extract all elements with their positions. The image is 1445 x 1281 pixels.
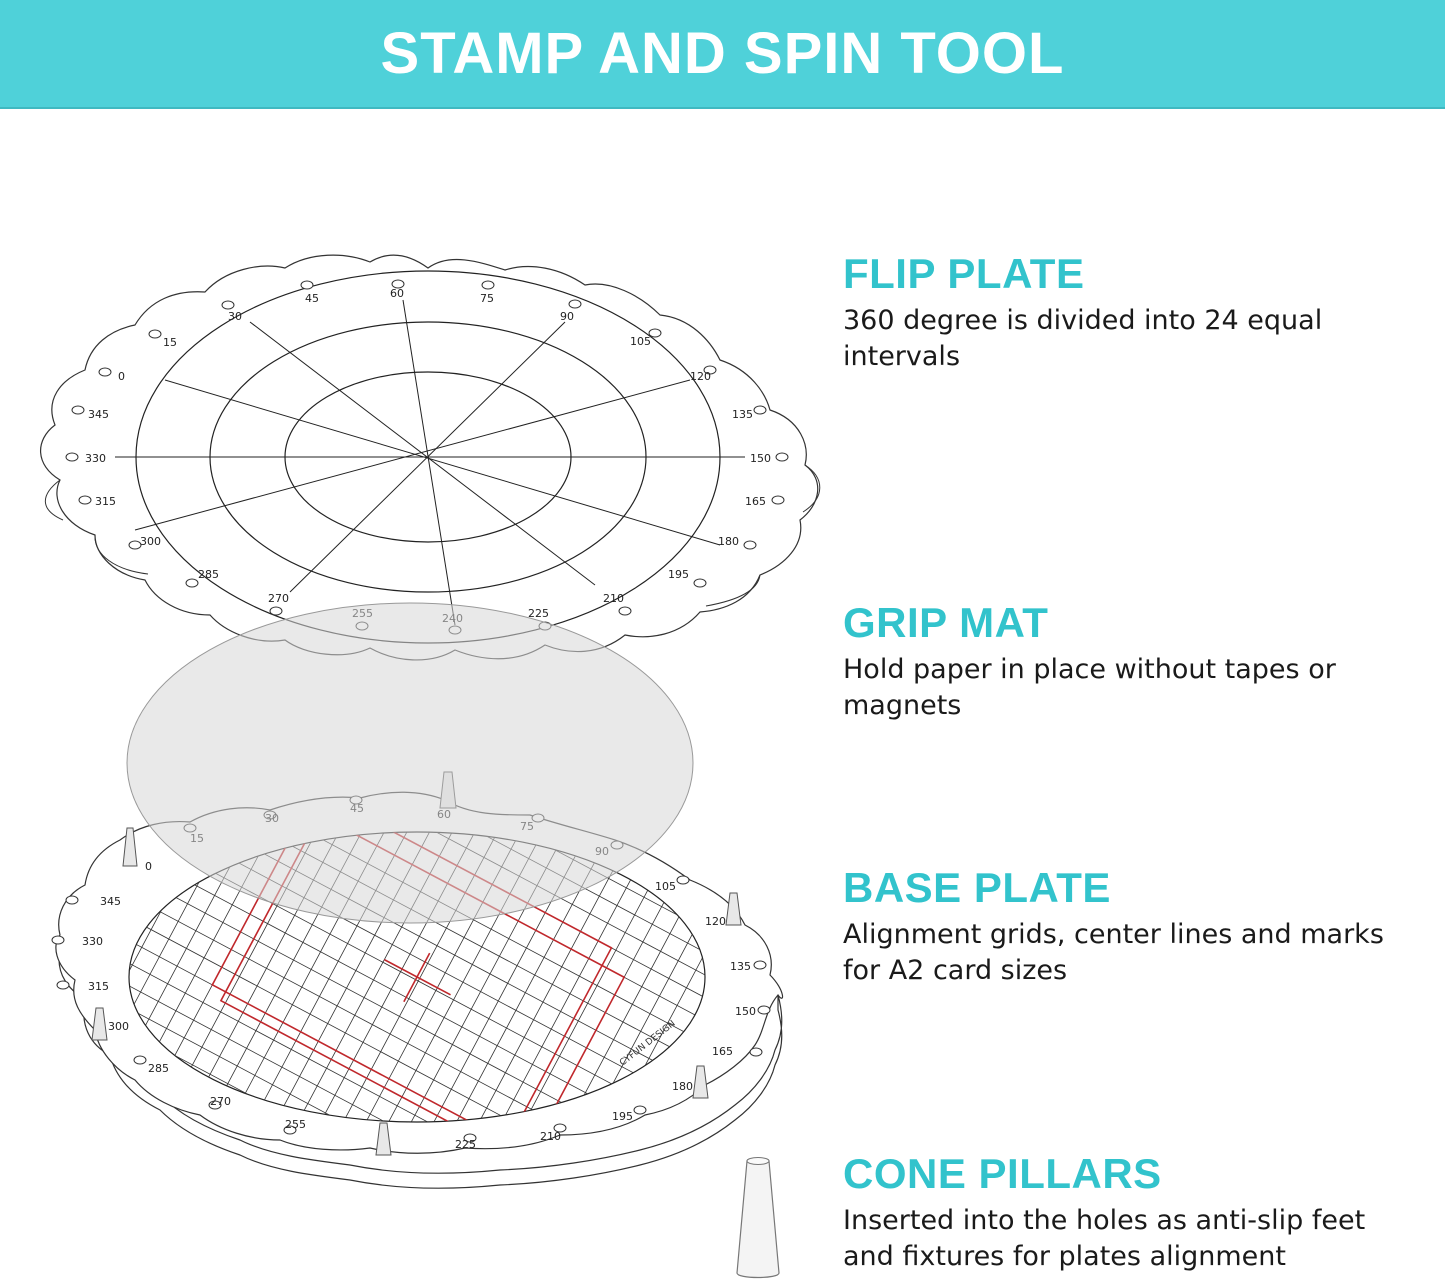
flip-plate-radial-lines — [115, 299, 745, 626]
degree-label: 210 — [540, 1130, 561, 1143]
degree-label: 345 — [100, 895, 121, 908]
degree-label: 60 — [390, 287, 404, 300]
degree-label: 0 — [118, 370, 125, 383]
degree-label: 315 — [88, 980, 109, 993]
degree-label: 45 — [305, 292, 319, 305]
degree-label: 30 — [228, 310, 242, 323]
section-description: Inserted into the holes as anti-slip fee… — [843, 1205, 1366, 1272]
degree-label: 150 — [750, 452, 771, 465]
degree-label: 270 — [210, 1095, 231, 1108]
page-title: STAMP AND SPIN TOOL — [380, 21, 1065, 86]
degree-label: 120 — [705, 915, 726, 928]
degree-label: 225 — [455, 1138, 476, 1151]
degree-label: 210 — [603, 592, 624, 605]
degree-label: 330 — [85, 452, 106, 465]
degree-label: 300 — [140, 535, 161, 548]
section-grip-mat: GRIP MAT Hold paper in place without tap… — [843, 598, 1423, 724]
degree-label: 165 — [745, 495, 766, 508]
grip-mat-illustration — [126, 602, 694, 924]
section-description: 360 degree is divided into 24 equal inte… — [843, 305, 1323, 372]
base-plate-thickness — [58, 934, 783, 1189]
degree-label: 0 — [145, 860, 152, 873]
section-base-plate: BASE PLATE Alignment grids, center lines… — [843, 863, 1423, 989]
degree-label: 15 — [163, 336, 177, 349]
section-heading: CONE PILLARS — [843, 1150, 1162, 1197]
section-heading: BASE PLATE — [843, 864, 1111, 911]
section-heading: GRIP MAT — [843, 599, 1049, 646]
degree-label: 345 — [88, 408, 109, 421]
degree-label: 135 — [730, 960, 751, 973]
title-banner: STAMP AND SPIN TOOL — [0, 0, 1445, 109]
exploded-tool-illustration: 60 45 75 30 90 15 105 0 120 345 135 330 … — [40, 254, 821, 1189]
degree-label: 90 — [560, 310, 574, 323]
degree-label: 180 — [718, 535, 739, 548]
section-description: Alignment grids, center lines and marks … — [843, 919, 1384, 986]
degree-label: 195 — [612, 1110, 633, 1123]
degree-label: 300 — [108, 1020, 129, 1033]
degree-label: 255 — [285, 1118, 306, 1131]
section-description: Hold paper in place without tapes or mag… — [843, 654, 1336, 721]
degree-label: 180 — [672, 1080, 693, 1093]
flip-plate-scalloped-edge — [40, 254, 819, 661]
degree-label: 270 — [268, 592, 289, 605]
section-flip-plate: FLIP PLATE 360 degree is divided into 24… — [843, 249, 1423, 375]
degree-label: 315 — [95, 495, 116, 508]
cone-pillar-icon — [736, 1157, 780, 1279]
degree-label: 150 — [735, 1005, 756, 1018]
section-cone-pillars: CONE PILLARS Inserted into the holes as … — [843, 1149, 1423, 1275]
section-heading: FLIP PLATE — [843, 250, 1085, 297]
degree-label: 165 — [712, 1045, 733, 1058]
degree-label: 120 — [690, 370, 711, 383]
degree-label: 135 — [732, 408, 753, 421]
degree-label: 75 — [480, 292, 494, 305]
degree-label: 330 — [82, 935, 103, 948]
degree-label: 225 — [528, 607, 549, 620]
degree-label: 285 — [148, 1062, 169, 1075]
flip-plate-thickness — [44, 464, 821, 607]
degree-label: 105 — [630, 335, 651, 348]
degree-label: 105 — [655, 880, 676, 893]
degree-label: 195 — [668, 568, 689, 581]
degree-label: 285 — [198, 568, 219, 581]
flip-plate-illustration: 60 45 75 30 90 15 105 0 120 345 135 330 … — [40, 254, 821, 661]
